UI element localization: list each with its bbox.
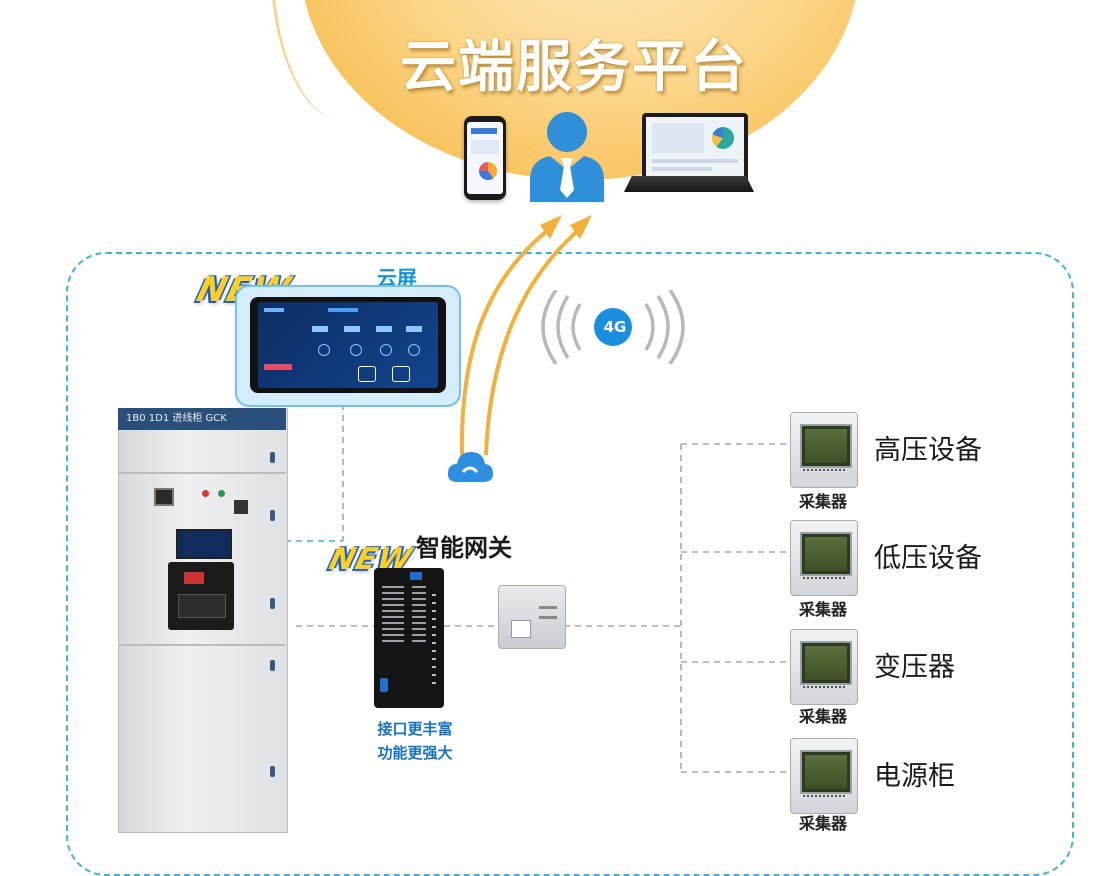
laptop-base (624, 176, 754, 192)
gateway-module (498, 585, 566, 649)
cabinet-meter (154, 488, 174, 506)
phone-icon (464, 116, 506, 200)
door-handle (270, 766, 275, 777)
circuit-breaker (168, 562, 234, 630)
gateway-caption-line1: 接口更丰富 (377, 720, 453, 738)
indicator-red (202, 490, 209, 497)
smart-gateway-device (374, 568, 444, 708)
door-handle (270, 598, 275, 609)
door-handle (270, 660, 275, 671)
cabinet-divider (118, 472, 286, 474)
indicator-green (218, 490, 225, 497)
cabinet-screen (176, 529, 232, 559)
device-label-low-voltage: 低压设备 (874, 543, 982, 574)
4g-label: 4G (603, 318, 627, 336)
collector-caption: 采集器 (798, 707, 847, 726)
device-label-high-voltage: 高压设备 (874, 435, 982, 466)
laptop-icon (642, 113, 748, 183)
gateway-caption-line2: 功能更强大 (377, 744, 453, 762)
gateway-title: 智能网关 (416, 534, 512, 562)
cloud-icon (447, 452, 493, 482)
cabinet-divider (118, 644, 286, 646)
collector-meter (790, 629, 858, 705)
4g-signal-icon (541, 290, 685, 364)
collector-meter (790, 412, 858, 488)
cabinet-top-label: 1B0 1D1 进线柜 GCK (118, 408, 286, 430)
collector-caption: 采集器 (798, 492, 847, 511)
device-label-power-cabinet: 电源柜 (874, 761, 955, 792)
collector-caption: 采集器 (798, 814, 847, 833)
cloud-screen-tablet (250, 297, 446, 393)
user-icon (530, 112, 604, 202)
platform-title: 云端服务平台 (400, 35, 748, 100)
cabinet-switch (234, 500, 248, 514)
collector-caption: 采集器 (798, 600, 847, 619)
door-handle (270, 510, 275, 521)
collector-meter (790, 738, 858, 814)
collector-meter (790, 520, 858, 596)
upload-arrows (459, 215, 592, 456)
door-handle (270, 452, 275, 463)
device-label-transformer: 变压器 (874, 652, 955, 683)
